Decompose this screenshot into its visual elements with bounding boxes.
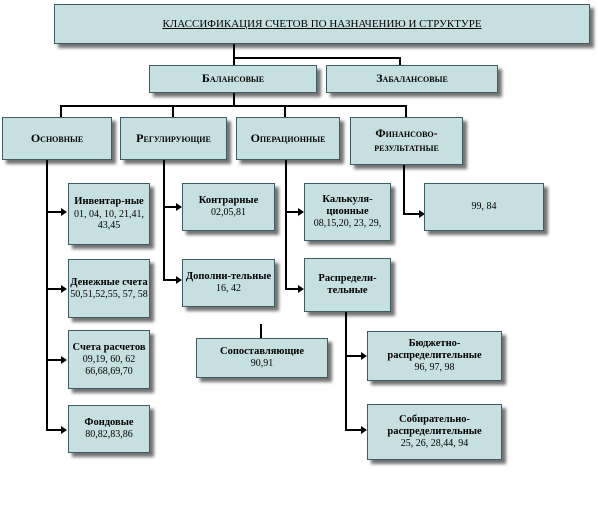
diagram-title: КЛАССИФИКАЦИЯ СЧЕТОВ ПО НАЗНАЧЕНИЮ И СТР… [54,4,590,44]
node-collecting: Собирательно-распределительные 25, 26, 2… [367,404,502,460]
node-operational: Операционные [236,117,340,160]
node-comparing: Сопоставляющие 90,91 [196,338,328,378]
node-calculation: Калькуля-ционные 08,15,20, 23, 29, [304,183,391,241]
node-distribution: Распредели-тельные [304,258,391,312]
node-inventory: Инвентар-ные 01, 04, 10, 21,41, 43,45 [68,183,150,245]
node-funds: Фондовые 80,82,83,86 [68,405,150,453]
node-financial-accounts: 99, 84 [424,183,544,231]
node-budget: Бюджетно-распределительные 96, 97, 98 [367,331,502,381]
node-regulating: Регулирующие [120,117,227,160]
node-contra: Контрарные 02,05,81 [182,183,275,231]
node-additional: Дополни-тельные 16, 42 [182,259,275,307]
node-settlement: Счета расчетов 09,19, 60, 62 66,68,69,70 [68,330,150,389]
node-basic: Основные [2,117,112,160]
node-balance: Балансовые [149,65,317,93]
node-money: Денежные счета 50,51,52,55, 57, 58 [68,259,150,318]
node-financial: Финансово-результатные [350,117,463,165]
title-text: КЛАССИФИКАЦИЯ СЧЕТОВ ПО НАЗНАЧЕНИЮ И СТР… [162,17,482,30]
node-offbalance: Забалансовые [326,65,498,93]
